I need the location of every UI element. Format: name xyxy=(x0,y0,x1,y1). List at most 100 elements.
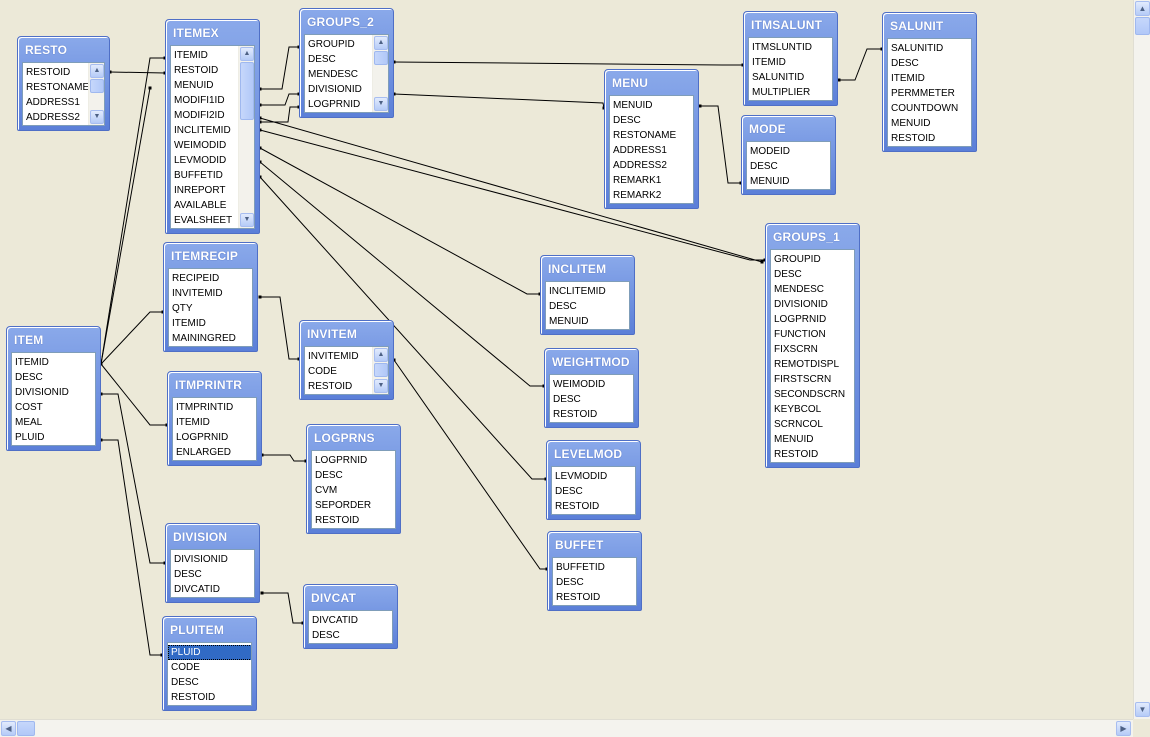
field-row[interactable]: EVALSHEET xyxy=(174,215,233,226)
table-title[interactable]: ITMPRINTR xyxy=(175,378,243,392)
table-title[interactable]: RESTO xyxy=(25,43,68,57)
field-row[interactable]: FIRSTSCRN xyxy=(774,374,832,385)
field-row[interactable]: RESTOID xyxy=(891,133,936,144)
scroll-down-icon[interactable]: ▼ xyxy=(240,213,254,227)
relationship-line[interactable] xyxy=(393,61,743,66)
relationship-line[interactable] xyxy=(259,176,546,480)
field-row[interactable]: DESC xyxy=(553,394,581,405)
scroll-right-icon[interactable]: ▶ xyxy=(1116,721,1131,736)
relationship-line[interactable] xyxy=(109,71,166,74)
field-row[interactable]: ADDRESS1 xyxy=(26,97,80,108)
field-row[interactable]: SALUNITID xyxy=(752,72,805,83)
field-row[interactable]: LOGPRNID xyxy=(308,99,361,110)
table-title[interactable]: ITMSALUNT xyxy=(751,18,823,32)
relationship-line[interactable] xyxy=(101,393,165,564)
field-row[interactable]: FIXSCRN xyxy=(774,344,818,355)
field-row[interactable]: MEAL xyxy=(15,417,43,428)
relationship-line[interactable] xyxy=(259,117,763,263)
field-row[interactable]: ITMSLUNTID xyxy=(752,42,812,53)
relationship-line[interactable] xyxy=(393,359,547,570)
field-row[interactable]: MAININGRED xyxy=(172,333,236,344)
field-row[interactable]: SCRNCOL xyxy=(774,419,823,430)
field-row[interactable]: REMARK1 xyxy=(613,175,662,186)
field-row[interactable]: DIVISIONID xyxy=(308,84,362,95)
field-row[interactable]: INVITEMID xyxy=(172,288,223,299)
scroll-thumb[interactable] xyxy=(374,51,388,65)
field-row[interactable]: MENUID xyxy=(750,176,790,187)
table-title[interactable]: BUFFET xyxy=(555,538,604,552)
field-row[interactable]: PERMMETER xyxy=(891,88,955,99)
field-row[interactable]: AVAILABLE xyxy=(174,200,227,211)
relationship-line[interactable] xyxy=(100,311,163,365)
field-row[interactable]: DESC xyxy=(556,577,584,588)
field-row[interactable]: QTY xyxy=(172,303,193,314)
table-title[interactable]: INVITEM xyxy=(307,327,358,341)
relationship-line[interactable] xyxy=(262,592,303,624)
field-row[interactable]: MENDESC xyxy=(308,69,359,80)
table-scrollbar[interactable]: ▲▼ xyxy=(372,347,388,394)
scroll-down-icon[interactable]: ▼ xyxy=(374,97,388,111)
field-row[interactable]: MENUID xyxy=(549,316,589,327)
field-row[interactable]: DESC xyxy=(555,486,583,497)
field-row[interactable]: COUNTDOWN xyxy=(891,103,959,114)
relationship-line[interactable] xyxy=(259,147,540,295)
field-row[interactable]: RECIPEID xyxy=(172,273,220,284)
field-row[interactable]: DESC xyxy=(308,54,336,65)
field-row[interactable]: DIVCATID xyxy=(312,615,358,626)
field-row[interactable]: PLUID xyxy=(168,645,251,660)
field-row[interactable]: MENUID xyxy=(891,118,931,129)
field-row[interactable]: ITEMID xyxy=(176,417,210,428)
field-row[interactable]: SEPORDER xyxy=(315,500,372,511)
scroll-thumb[interactable] xyxy=(90,79,104,93)
scroll-up-icon[interactable]: ▲ xyxy=(90,64,104,78)
relationship-line[interactable] xyxy=(259,161,544,387)
field-row[interactable]: REMOTDISPL xyxy=(774,359,840,370)
field-row[interactable]: MENUID xyxy=(613,100,653,111)
field-row[interactable]: RESTOID xyxy=(308,381,353,392)
table-title[interactable]: MENU xyxy=(612,76,649,90)
field-row[interactable]: ADDRESS2 xyxy=(26,112,80,123)
table-title[interactable]: SALUNIT xyxy=(890,19,944,33)
scroll-up-icon[interactable]: ▲ xyxy=(374,348,388,362)
field-row[interactable]: RESTOID xyxy=(555,501,600,512)
relationship-line[interactable] xyxy=(260,46,299,90)
field-row[interactable]: GROUPID xyxy=(308,39,355,50)
field-row[interactable]: ITEMID xyxy=(891,73,925,84)
field-row[interactable]: INVITEMID xyxy=(308,351,359,362)
field-row[interactable]: DESC xyxy=(774,269,802,280)
field-row[interactable]: INREPORT xyxy=(174,185,226,196)
field-row[interactable]: RESTOID xyxy=(26,67,71,78)
field-row[interactable]: MODIFI2ID xyxy=(174,110,225,121)
table-title[interactable]: PLUITEM xyxy=(170,623,225,637)
field-row[interactable]: WEIMODID xyxy=(174,140,227,151)
table-title[interactable]: DIVISION xyxy=(173,530,228,544)
field-row[interactable]: LOGPRNID xyxy=(315,455,368,466)
table-title[interactable]: ITEM xyxy=(14,333,44,347)
field-row[interactable]: DESC xyxy=(15,372,43,383)
relationship-line[interactable] xyxy=(700,105,741,184)
relationship-line[interactable] xyxy=(393,93,605,109)
